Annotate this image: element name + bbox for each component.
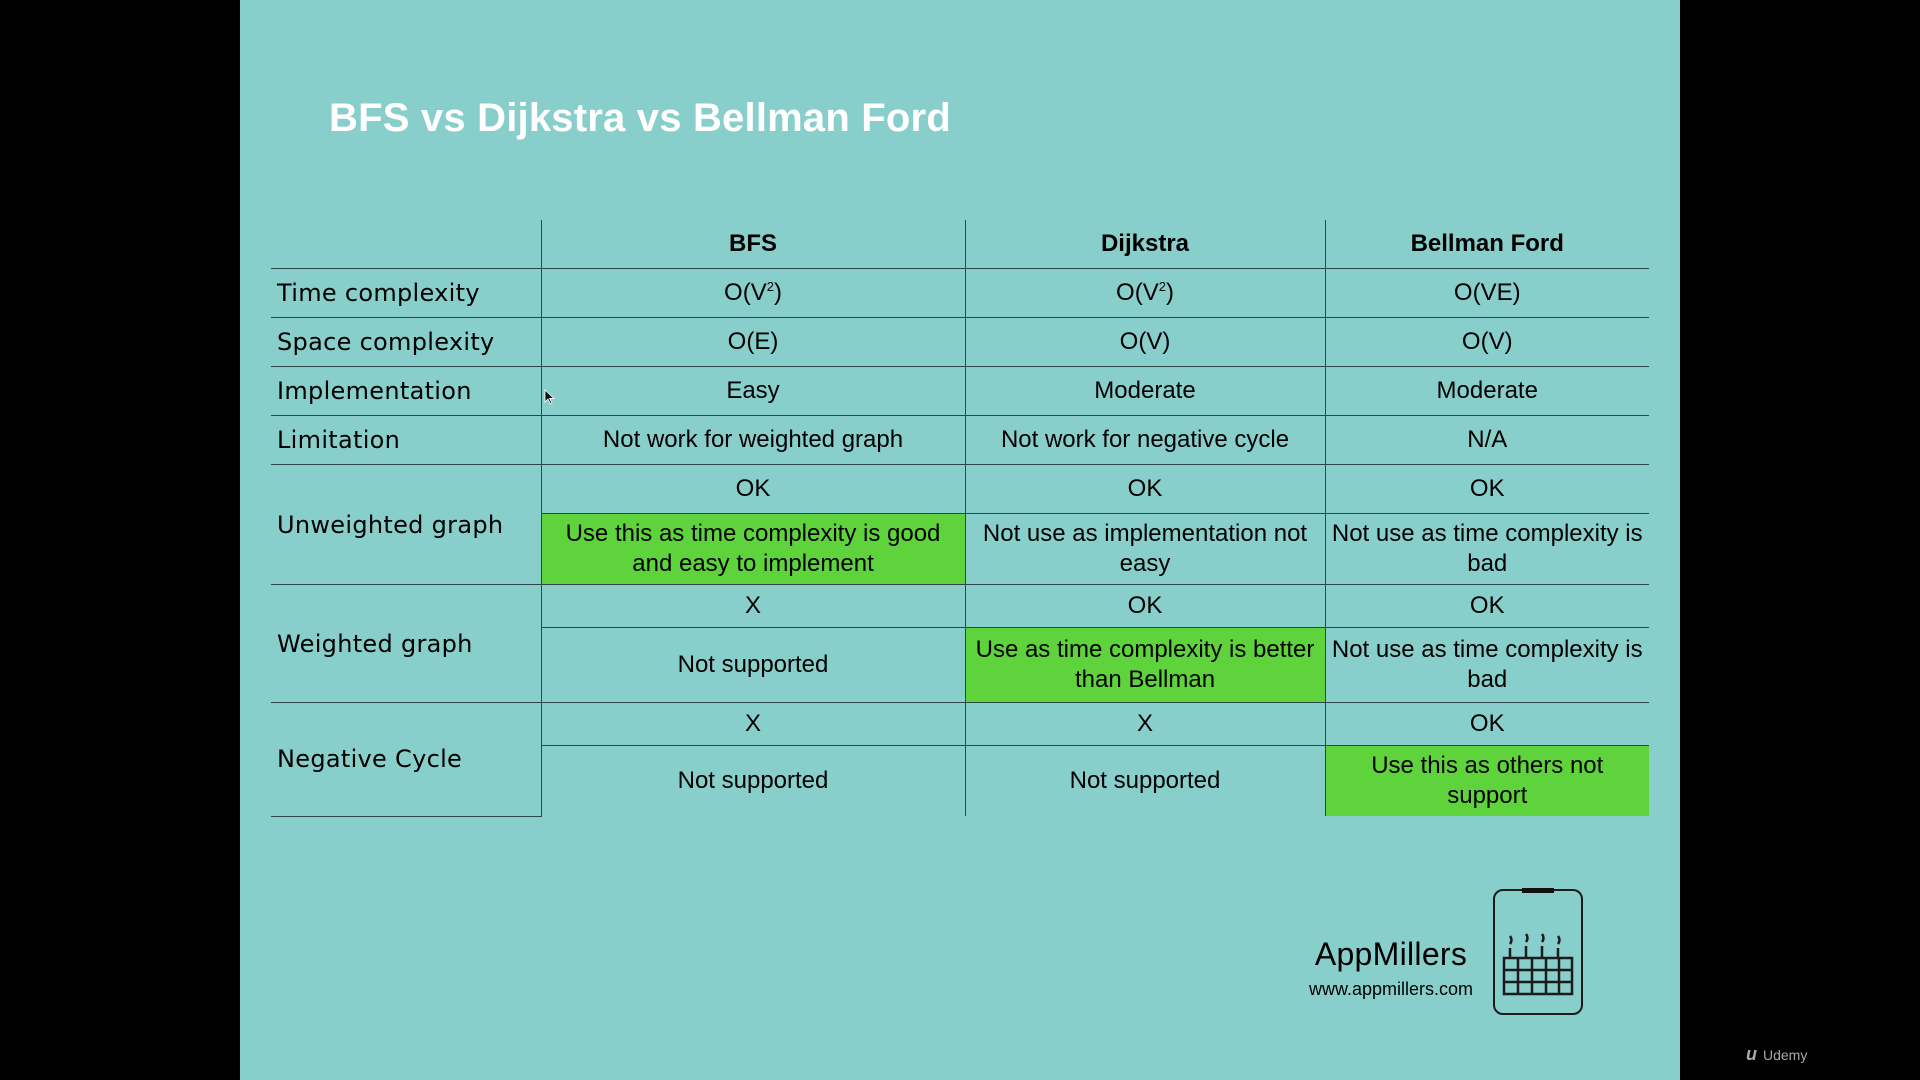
header-bellman-ford: Bellman Ford [1324, 220, 1649, 269]
brand-url: www.appmillers.com [1308, 979, 1474, 999]
phone-factory-icon [1493, 888, 1583, 1015]
cell-dijkstra-space: O(V) [964, 317, 1326, 367]
row-label-limitation: Limitation [271, 415, 542, 465]
table-row: Weighted graph X OK OK [271, 584, 1649, 703]
cell-bfs-time: O(V2) [540, 268, 966, 318]
cell-bellman-unweighted: OK [1324, 464, 1649, 514]
cell-dijkstra-weighted: OK [964, 584, 1326, 628]
row-label-time-complexity: Time complexity [271, 268, 542, 318]
cell-dijkstra-unweighted: OK [964, 464, 1326, 514]
cell-bfs-space: O(E) [540, 317, 966, 367]
cell-bellman-unweighted-note: Not use as time complexity is bad [1324, 513, 1649, 585]
row-label-negative-cycle: Negative Cycle [271, 702, 542, 817]
udemy-watermark: u Udemy [1746, 1044, 1807, 1065]
slide-title: BFS vs Dijkstra vs Bellman Ford [329, 96, 951, 140]
table-row: Not supported Use as time complexity is … [271, 627, 1649, 703]
table-header-row: BFS Dijkstra Bellman Ford [271, 220, 1649, 269]
cell-bfs-weighted-note: Not supported [541, 627, 966, 703]
cell-bfs-unweighted-note: Use this as time complexity is good and … [541, 513, 966, 585]
udemy-logo-icon: u [1746, 1044, 1757, 1064]
header-empty [271, 220, 542, 269]
cell-bfs-weighted: X [540, 584, 966, 628]
cell-bellman-weighted: OK [1324, 584, 1649, 628]
table-row: Use this as time complexity is good and … [271, 513, 1649, 585]
row-label-unweighted-graph: Unweighted graph [271, 464, 542, 585]
cell-bellman-negative-note: Use this as others not support [1324, 745, 1649, 816]
cell-bellman-negative: OK [1324, 702, 1649, 746]
comparison-table: BFS Dijkstra Bellman Ford Time complexit… [271, 220, 1649, 817]
cell-bfs-limitation: Not work for weighted graph [540, 415, 966, 465]
cell-bellman-space: O(V) [1324, 317, 1649, 367]
slide: BFS vs Dijkstra vs Bellman Ford BFS Dijk… [240, 0, 1680, 1080]
cell-dijkstra-limitation: Not work for negative cycle [964, 415, 1326, 465]
cell-dijkstra-weighted-note: Use as time complexity is better than Be… [964, 627, 1326, 703]
table-row: Negative Cycle X X OK [271, 702, 1649, 817]
cell-bellman-implementation: Moderate [1324, 366, 1649, 416]
table-row: Time complexity O(V2) O(V2) O(VE) [271, 268, 1649, 318]
row-label-weighted-graph: Weighted graph [271, 584, 542, 703]
brand-name: AppMillers [1314, 936, 1468, 972]
table-row: Limitation Not work for weighted graph N… [271, 415, 1649, 465]
cell-bfs-unweighted: OK [540, 464, 966, 514]
cell-dijkstra-negative: X [964, 702, 1326, 746]
table-row: Unweighted graph OK OK OK [271, 464, 1649, 585]
cell-bellman-weighted-note: Not use as time complexity is bad [1324, 627, 1649, 703]
cell-dijkstra-unweighted-note: Not use as implementation not easy [964, 513, 1326, 585]
header-dijkstra: Dijkstra [964, 220, 1326, 269]
brand-block: AppMillers www.appmillers.com [1302, 936, 1480, 1000]
cell-bfs-negative: X [540, 702, 966, 746]
table-row: Implementation Easy Moderate Moderate [271, 366, 1649, 416]
table-row: Space complexity O(E) O(V) O(V) [271, 317, 1649, 367]
cell-bellman-time: O(VE) [1324, 268, 1649, 318]
mouse-pointer-icon [544, 389, 556, 405]
row-label-implementation: Implementation [271, 366, 542, 416]
cell-dijkstra-negative-note: Not supported [964, 745, 1326, 816]
cell-bellman-limitation: N/A [1324, 415, 1649, 465]
table-row: Not supported Not supported Use this as … [271, 745, 1649, 816]
row-label-space-complexity: Space complexity [271, 317, 542, 367]
udemy-watermark-text: Udemy [1763, 1046, 1808, 1063]
cell-bfs-negative-note: Not supported [541, 745, 966, 816]
cell-bfs-implementation: Easy [540, 366, 966, 416]
cell-dijkstra-time: O(V2) [964, 268, 1326, 318]
cell-dijkstra-implementation: Moderate [964, 366, 1326, 416]
header-bfs: BFS [540, 220, 966, 269]
